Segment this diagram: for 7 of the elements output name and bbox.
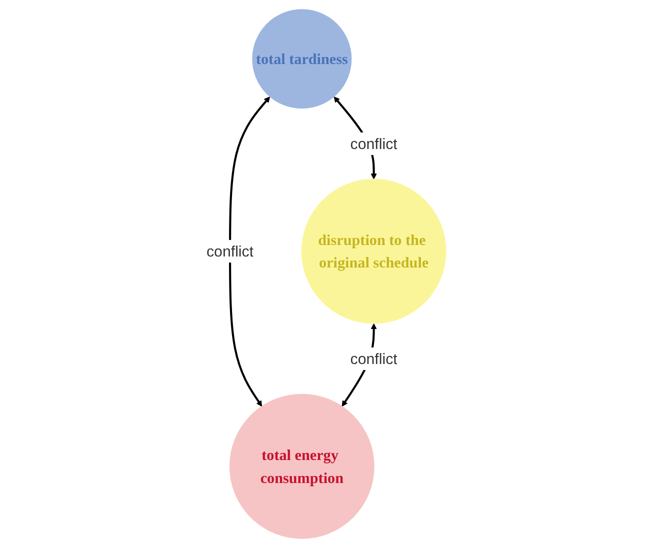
node-circle: total energy consumption bbox=[229, 394, 374, 539]
edge-label: conflict bbox=[350, 350, 398, 368]
edge-label: conflict bbox=[206, 242, 254, 260]
edge-label: conflict bbox=[350, 135, 398, 152]
arrow bbox=[228, 96, 270, 407]
node-circle: disruption to the original schedule bbox=[301, 178, 446, 324]
node-circle: total tardiness bbox=[252, 9, 352, 109]
